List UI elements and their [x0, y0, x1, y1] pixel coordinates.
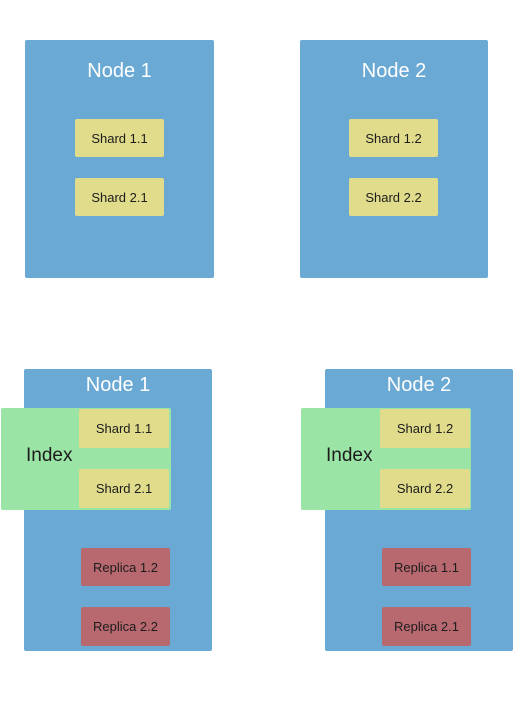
- top-node-1-title: Node 1: [87, 60, 152, 82]
- top-node-2-shard-1: Shard 1.2: [349, 119, 438, 157]
- top-node-1: Node 1: [25, 40, 214, 278]
- bottom-node-1-shard-1: Shard 1.1: [79, 409, 169, 448]
- top-node-1-shard-1: Shard 1.1: [75, 119, 164, 157]
- bottom-node-2-shard-2: Shard 2.2: [380, 469, 470, 508]
- top-node-2: Node 2: [300, 40, 488, 278]
- bottom-node-1-replica-1: Replica 1.2: [81, 548, 170, 586]
- bottom-node-1-index-label: Index: [26, 445, 73, 466]
- bottom-node-2-index-label: Index: [326, 445, 373, 466]
- bottom-node-2-shard-1: Shard 1.2: [380, 409, 470, 448]
- bottom-node-1-title: Node 1: [85, 374, 151, 396]
- bottom-node-2-replica-1: Replica 1.1: [382, 548, 471, 586]
- bottom-node-2-replica-2: Replica 2.1: [382, 607, 471, 646]
- top-node-1-shard-2: Shard 2.1: [75, 178, 164, 216]
- top-node-2-title: Node 2: [361, 60, 427, 82]
- bottom-node-1-replica-2: Replica 2.2: [81, 607, 170, 646]
- bottom-node-1-shard-2: Shard 2.1: [79, 469, 169, 508]
- bottom-node-2: Node 2: [325, 369, 513, 651]
- top-node-2-shard-2: Shard 2.2: [349, 178, 438, 216]
- bottom-node-2-title: Node 2: [386, 374, 452, 396]
